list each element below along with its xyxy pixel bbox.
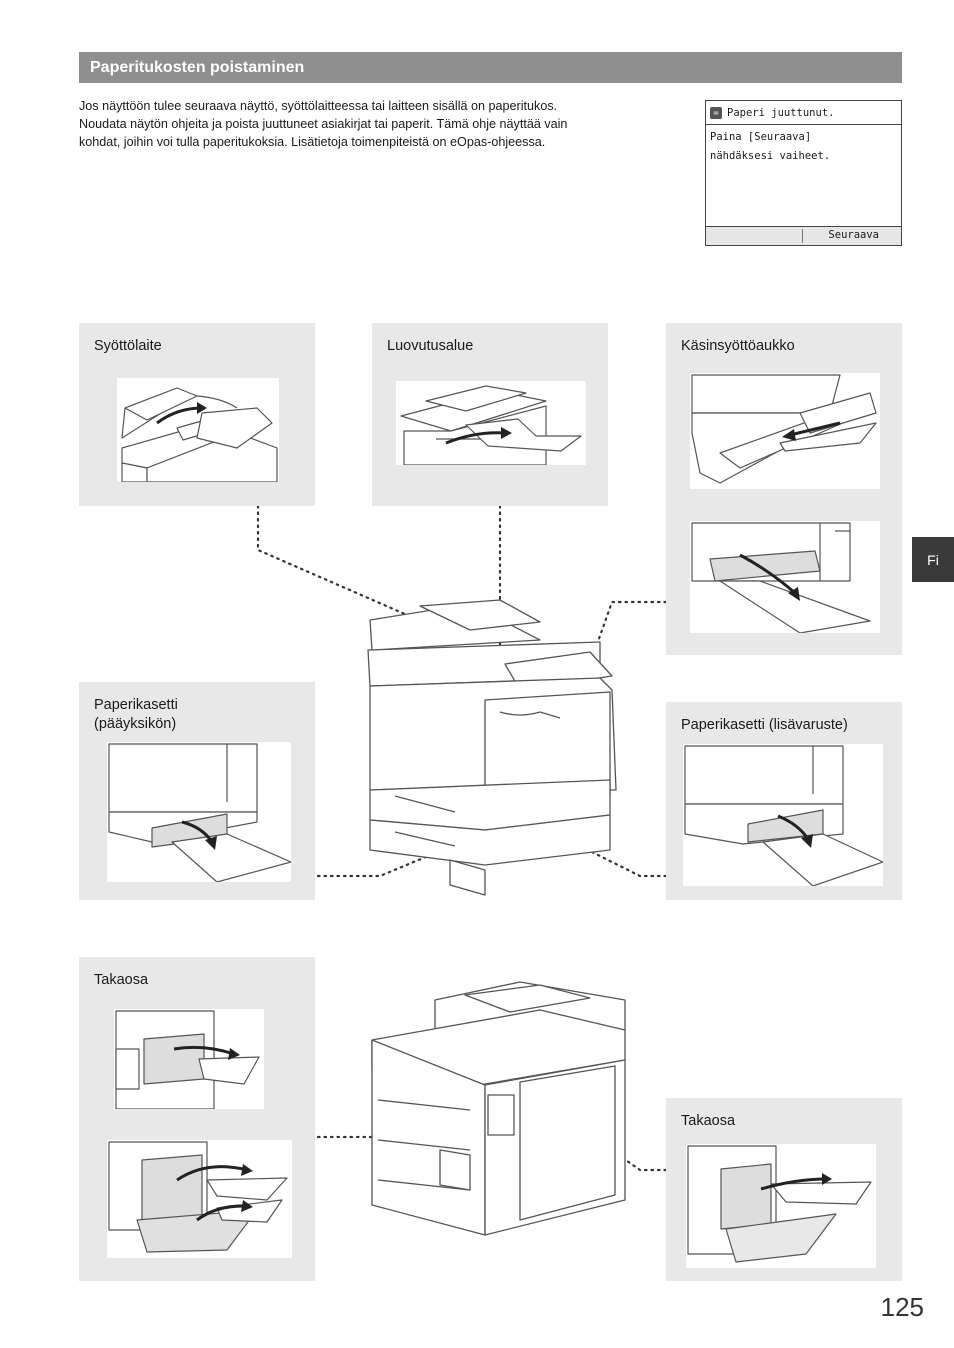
intro-line: kohdat, joihin voi tulla paperitukoksia.… (79, 135, 546, 149)
panel-label-line: (pääyksikön) (94, 716, 177, 732)
panel-label: Luovutusalue (387, 338, 474, 354)
panel-cassette-main: Paperikasetti (pääyksikön) (79, 682, 315, 900)
panel-label: Takaosa (681, 1113, 736, 1129)
panel-label: Käsinsyöttöaukko (681, 338, 795, 354)
panel-manual-feed: Käsinsyöttöaukko (666, 323, 902, 655)
section-title: Paperitukosten poistaminen (79, 52, 902, 83)
printer-rear-illustration (371, 981, 626, 1236)
language-tab: Fi (912, 537, 954, 582)
rear-left-illustration-1 (114, 1009, 264, 1109)
lcd-title-bar: ✉ Paperi juuttunut. (706, 101, 901, 125)
lcd-screen: ✉ Paperi juuttunut. Paina [Seuraava] näh… (705, 100, 902, 246)
manual-feed-illustration-1 (690, 373, 880, 489)
warning-icon: ✉ (710, 106, 722, 119)
lcd-message-line: nähdäksesi vaiheet. (710, 150, 831, 162)
lcd-next-button[interactable]: Seuraava (828, 229, 879, 241)
lcd-footer: Seuraava (706, 226, 901, 245)
panel-cassette-optional: Paperikasetti (lisävaruste) (666, 702, 902, 900)
intro-line: Jos näyttöön tulee seuraava näyttö, syöt… (79, 99, 558, 113)
panel-rear-left: Takaosa (79, 957, 315, 1281)
page-number: 125 (880, 1292, 924, 1322)
printer-front-illustration (367, 599, 617, 896)
panel-label: Syöttölaite (94, 338, 162, 354)
feeder-illustration (117, 378, 279, 482)
manual-feed-illustration-2 (690, 521, 880, 633)
cassette-main-illustration (107, 742, 291, 882)
lcd-title: Paperi juuttunut. (727, 106, 835, 119)
lcd-footer-divider (802, 229, 803, 243)
panel-rear-right: Takaosa (666, 1098, 902, 1281)
lcd-message-line: Paina [Seuraava] (710, 131, 812, 143)
panel-feeder: Syöttölaite (79, 323, 315, 506)
panel-label: Takaosa (94, 972, 149, 988)
intro-text: Jos näyttöön tulee seuraava näyttö, syöt… (79, 97, 659, 151)
intro-line: Noudata näytön ohjeita ja poista juuttun… (79, 117, 568, 131)
rear-right-illustration (686, 1144, 876, 1268)
panel-label-line: Paperikasetti (94, 697, 178, 713)
rear-left-illustration-2 (107, 1140, 292, 1258)
output-illustration (396, 381, 586, 465)
panel-label: Paperikasetti (lisävaruste) (681, 717, 848, 733)
cassette-optional-illustration (683, 744, 883, 886)
panel-output: Luovutusalue (372, 323, 608, 506)
panel-label: Paperikasetti (pääyksikön) (94, 696, 178, 734)
